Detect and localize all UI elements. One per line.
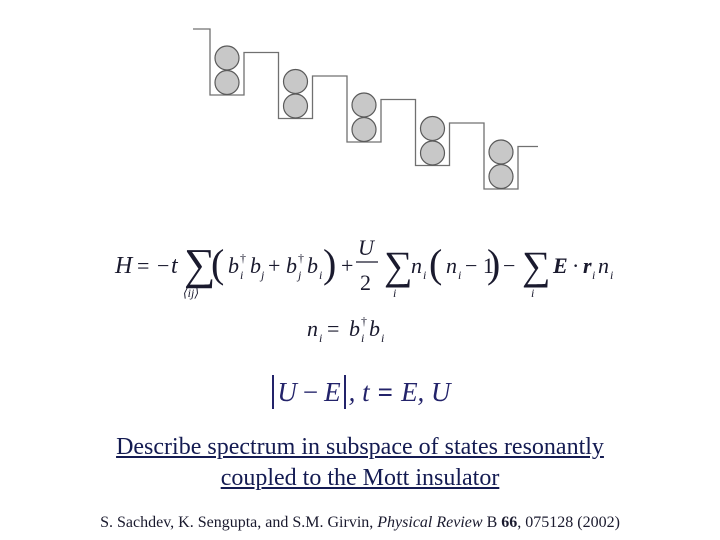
svg-text:): ) xyxy=(323,241,336,286)
caption-line-1: Describe spectrum in subspace of states … xyxy=(116,434,604,460)
svg-text:=: = xyxy=(137,253,149,278)
svg-text:b: b xyxy=(286,253,297,278)
boson-circle xyxy=(351,116,377,143)
svg-text:=: = xyxy=(327,316,339,341)
svg-text:i: i xyxy=(319,331,322,345)
citation-journal: Physical Review xyxy=(377,514,483,531)
condition-u: U xyxy=(277,376,297,407)
number-operator-equation: n i = b † i b i xyxy=(307,314,384,345)
svg-text:†: † xyxy=(361,314,367,328)
hamiltonian-equation: H = − t ∑ ⟨ij⟩ ( b † i b j + b † j b i )… xyxy=(114,235,613,300)
boson-circle xyxy=(419,140,446,166)
citation-volume: 66 xyxy=(501,514,518,531)
condition-minus: − xyxy=(302,376,319,407)
tilted-lattice-diagram xyxy=(193,28,538,190)
svg-text:⟨ij⟩: ⟨ij⟩ xyxy=(183,286,199,300)
caption-line-2: coupled to the Mott insulator xyxy=(220,465,500,491)
svg-text:i: i xyxy=(610,268,613,282)
boson-circle xyxy=(214,69,240,96)
abs-bar-left xyxy=(272,375,275,409)
svg-text:+: + xyxy=(341,253,353,278)
boson-circle xyxy=(282,93,309,119)
caption: Describe spectrum in subspace of states … xyxy=(0,432,720,494)
boson-circle xyxy=(419,115,446,142)
svg-text:−: − xyxy=(503,253,515,278)
svg-text:†: † xyxy=(298,251,304,265)
abs-bar-right xyxy=(343,375,346,409)
svg-text:i: i xyxy=(458,268,461,282)
svg-text:i: i xyxy=(319,268,322,282)
svg-text:t: t xyxy=(171,253,179,279)
condition-right: E, U xyxy=(401,376,451,407)
boson-particles xyxy=(214,45,514,190)
svg-text:j: j xyxy=(296,268,302,282)
svg-text:i: i xyxy=(592,268,595,282)
svg-text:+: + xyxy=(268,253,280,278)
svg-text:·: · xyxy=(572,253,579,278)
svg-text:(: ( xyxy=(429,241,442,286)
svg-text:H: H xyxy=(114,253,134,279)
svg-text:n: n xyxy=(598,253,609,278)
citation-authors: S. Sachdev, K. Sengupta, and S.M. Girvin… xyxy=(100,514,378,531)
svg-text:n: n xyxy=(411,253,422,278)
svg-text:i: i xyxy=(240,268,243,282)
svg-text:E: E xyxy=(552,253,568,278)
citation-rest: , 075128 (2002) xyxy=(517,514,620,531)
svg-text:i: i xyxy=(361,331,364,345)
resonance-condition: U − E , t = E, U xyxy=(0,368,720,416)
citation-series: B xyxy=(482,514,502,531)
condition-much-less: = xyxy=(377,376,394,407)
condition-t: , t xyxy=(348,376,370,407)
svg-text:i: i xyxy=(393,286,396,300)
svg-text:†: † xyxy=(240,251,246,265)
svg-text:n: n xyxy=(307,316,318,341)
svg-text:∑: ∑ xyxy=(184,240,215,289)
svg-text:2: 2 xyxy=(360,270,371,295)
boson-circle xyxy=(488,139,514,165)
boson-circle xyxy=(488,163,514,190)
svg-text:i: i xyxy=(381,331,384,345)
citation: S. Sachdev, K. Sengupta, and S.M. Girvin… xyxy=(0,514,720,532)
svg-text:− 1: − 1 xyxy=(465,253,494,278)
svg-text:b: b xyxy=(369,316,380,341)
svg-text:−: − xyxy=(157,253,169,278)
svg-text:r: r xyxy=(583,253,592,278)
svg-text:i: i xyxy=(531,286,534,300)
condition-e: E xyxy=(324,376,341,407)
boson-circle xyxy=(351,92,377,118)
svg-text:): ) xyxy=(487,241,500,286)
svg-text:b: b xyxy=(307,253,318,278)
svg-text:∑: ∑ xyxy=(384,243,413,288)
svg-text:(: ( xyxy=(211,241,224,286)
boson-circle xyxy=(282,68,309,95)
svg-text:b: b xyxy=(250,253,261,278)
boson-circle xyxy=(214,45,240,71)
svg-text:b: b xyxy=(228,253,239,278)
svg-text:j: j xyxy=(259,268,265,282)
svg-text:i: i xyxy=(423,268,426,282)
svg-text:U: U xyxy=(358,235,376,260)
svg-text:n: n xyxy=(446,253,457,278)
svg-text:∑: ∑ xyxy=(522,243,551,288)
svg-text:b: b xyxy=(349,316,360,341)
